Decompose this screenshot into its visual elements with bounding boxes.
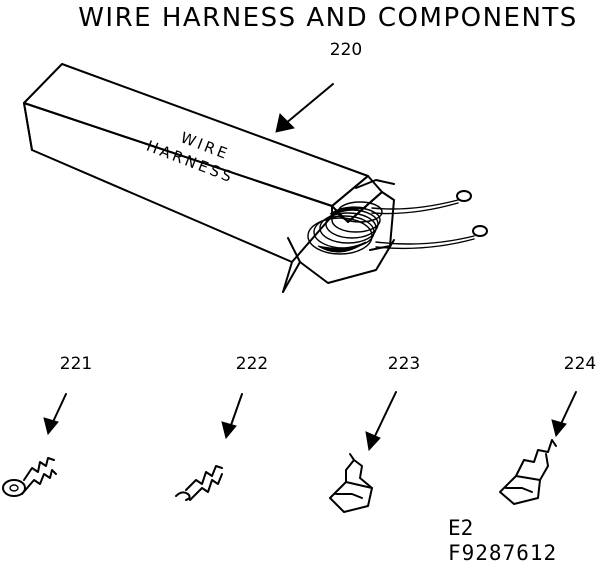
diagram-title: WIRE HARNESS AND COMPONENTS (78, 3, 578, 33)
flag-terminal-223 (329, 453, 373, 513)
callout-number-224: 224 (564, 354, 596, 374)
drawing-number: F9287612 (448, 541, 557, 565)
arrow-224 (551, 391, 577, 438)
callout-number-222: 222 (236, 354, 268, 374)
wire-harness-box (23, 63, 488, 293)
callout-number-221: 221 (60, 354, 92, 374)
hook-terminal-222 (175, 465, 223, 501)
callout-number-220: 220 (330, 40, 362, 60)
ring-terminal-221 (2, 457, 57, 497)
flag-terminal-224 (499, 439, 557, 505)
arrow-220 (275, 83, 334, 133)
callout-number-223: 223 (388, 354, 420, 374)
footer-code: E2 (448, 516, 473, 540)
arrow-223 (365, 391, 397, 452)
arrow-221 (43, 393, 67, 436)
arrow-222 (221, 393, 243, 440)
